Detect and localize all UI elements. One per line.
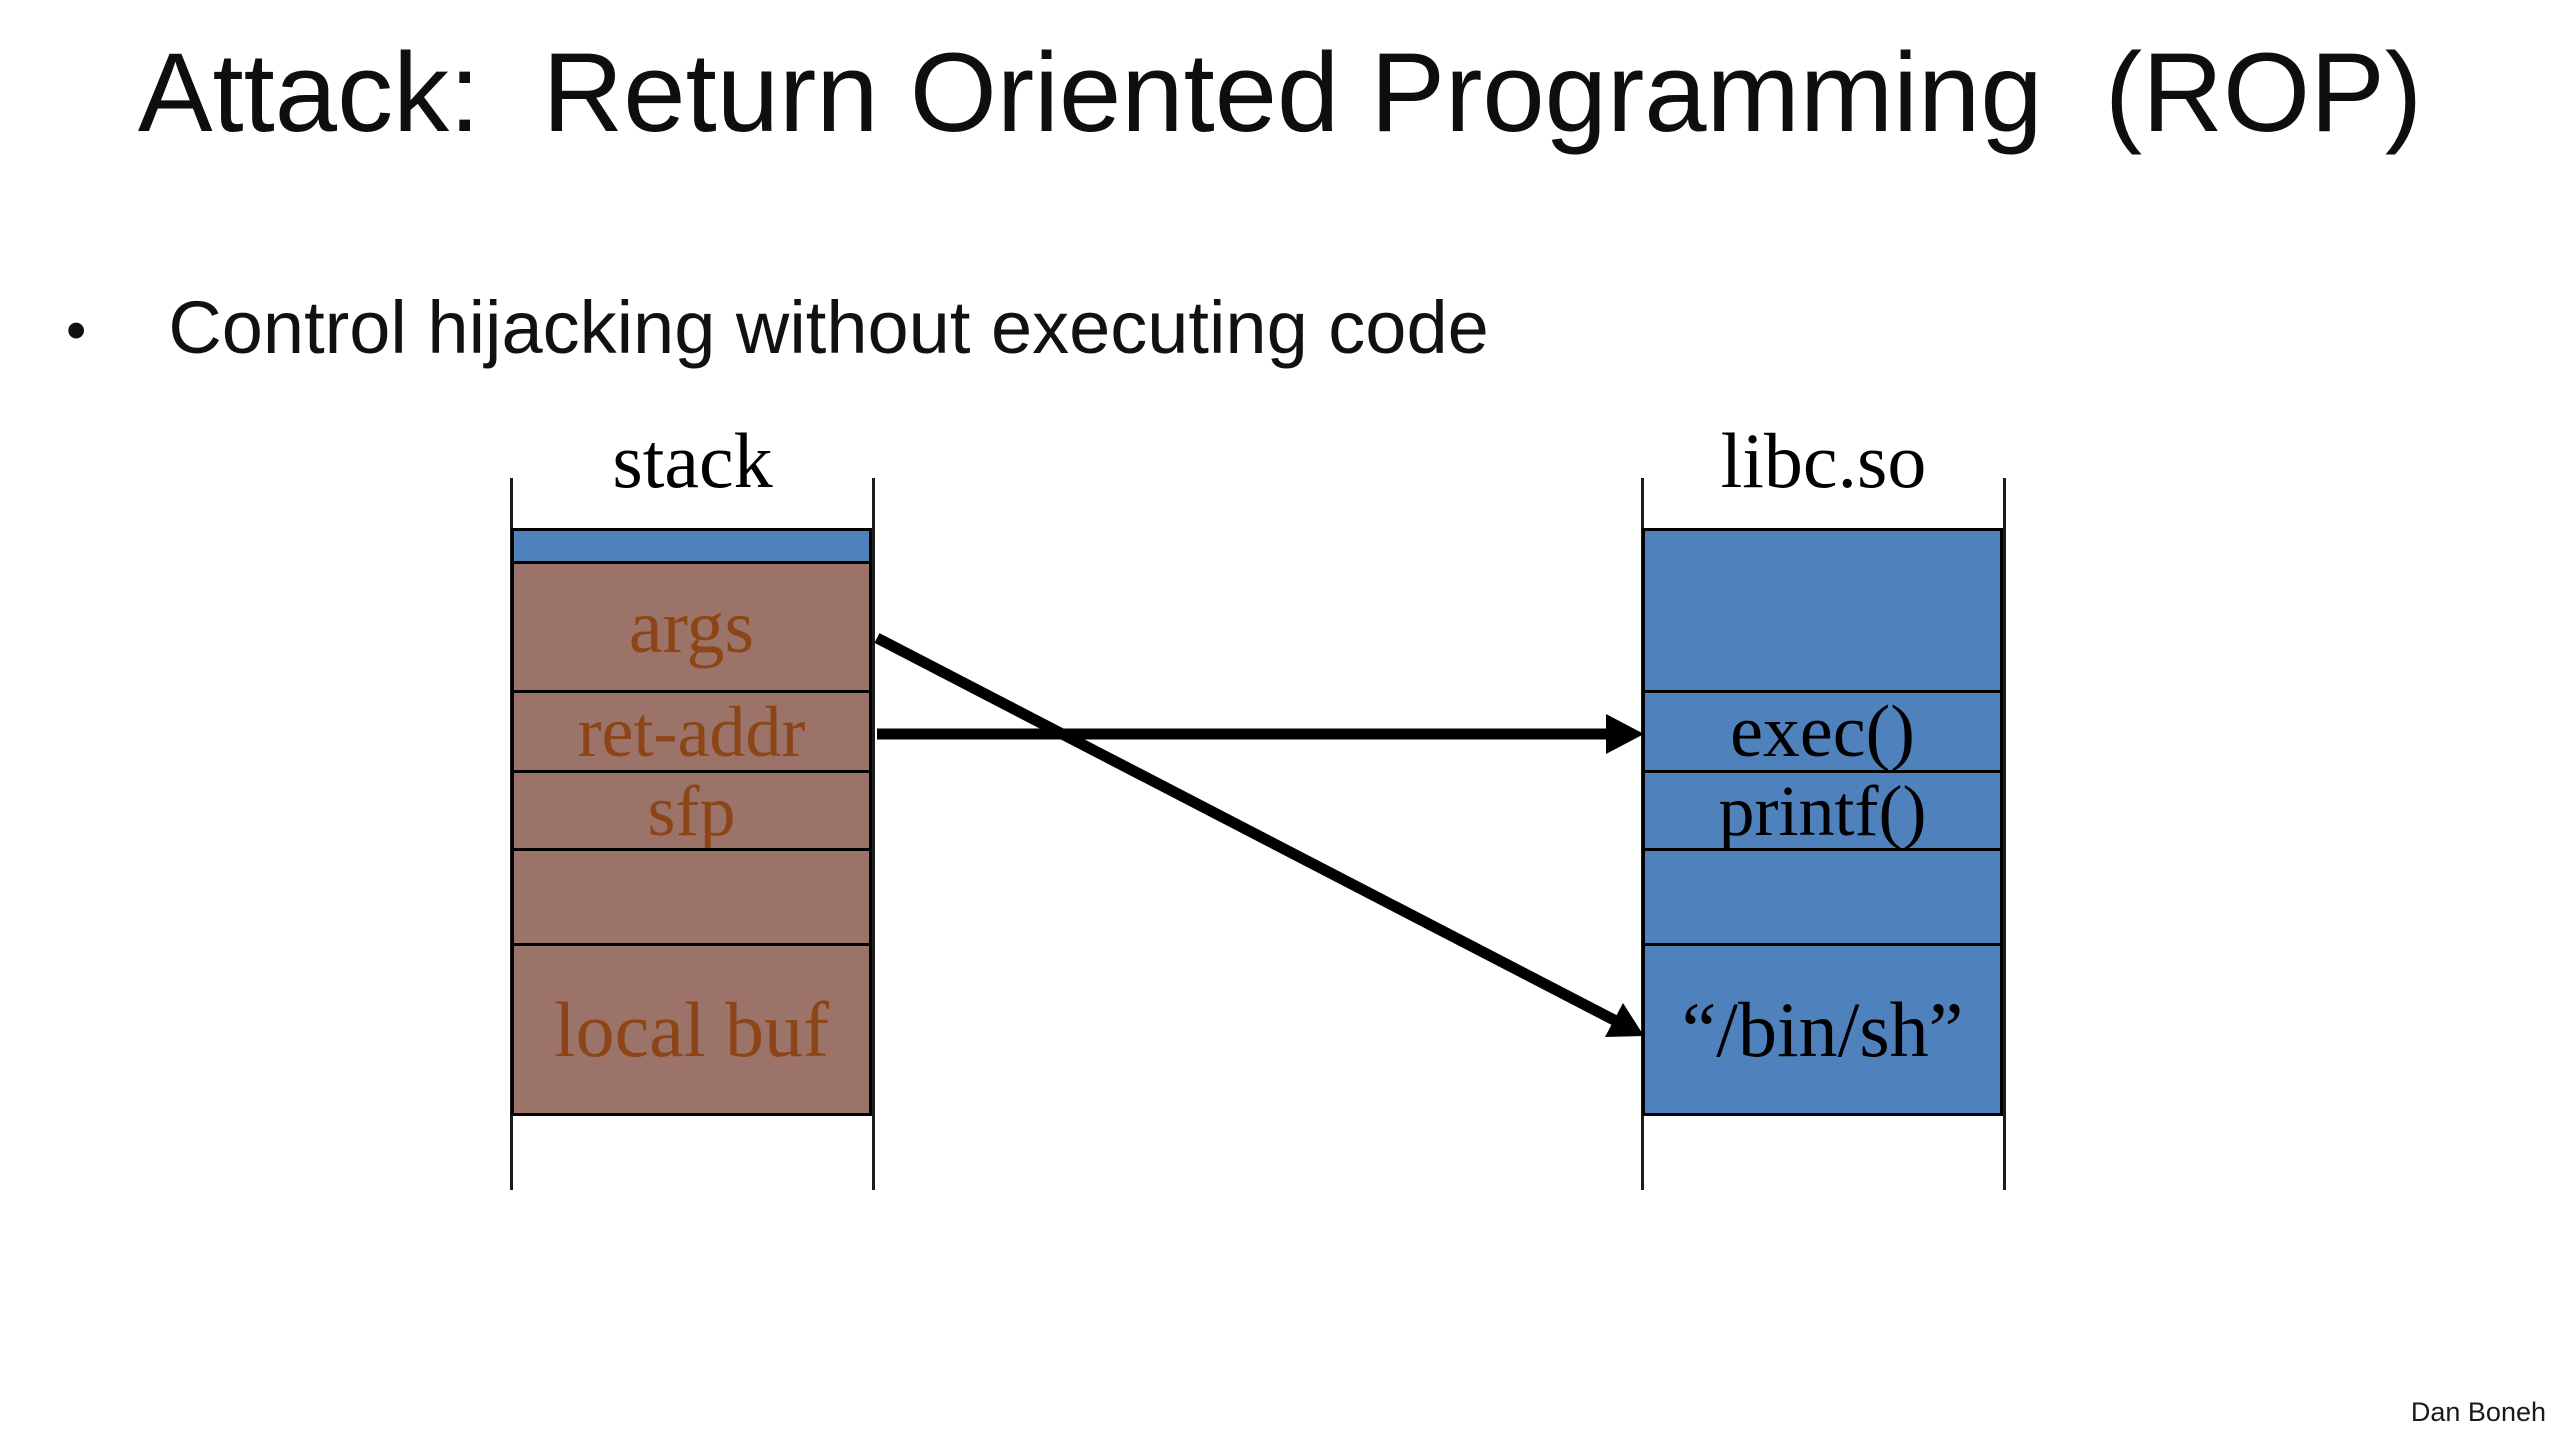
libc-row-empty [1645,848,2000,943]
stack-right-guide-line [872,478,875,1190]
arrow-args-to-bin-sh [874,633,1644,1037]
libc-row-empty-top [1645,531,2000,690]
bullet-marker: • [66,297,87,363]
libc-right-guide-line [2003,478,2006,1190]
attribution: Dan Boneh [2410,1397,2546,1427]
libc-row-printf: printf() [1645,770,2000,848]
bullet-line: • Control hijacking without executing co… [66,284,1489,373]
stack-column-label: stack [612,417,773,504]
stack-top-blue-strip [514,531,869,561]
stack-memory-box: args ret-addr sfp local buf [511,528,872,1116]
bullet-text: Control hijacking without executing code [168,286,1489,369]
arrow-ret-addr-to-exec [877,714,1644,754]
stack-row-ret-addr: ret-addr [514,690,869,770]
slide-title: Attack: Return Oriented Programming (ROP… [137,30,2423,155]
libc-row-exec: exec() [1645,690,2000,770]
stack-row-local-buf: local buf [514,943,869,1113]
libc-column-label: libc.so [1720,417,1927,504]
libc-memory-box: exec() printf() “/bin/sh” [1642,528,2003,1116]
stack-row-empty [514,848,869,943]
libc-row-bin-sh: “/bin/sh” [1645,943,2000,1113]
stack-row-args: args [514,561,869,690]
stack-row-sfp: sfp [514,770,869,848]
